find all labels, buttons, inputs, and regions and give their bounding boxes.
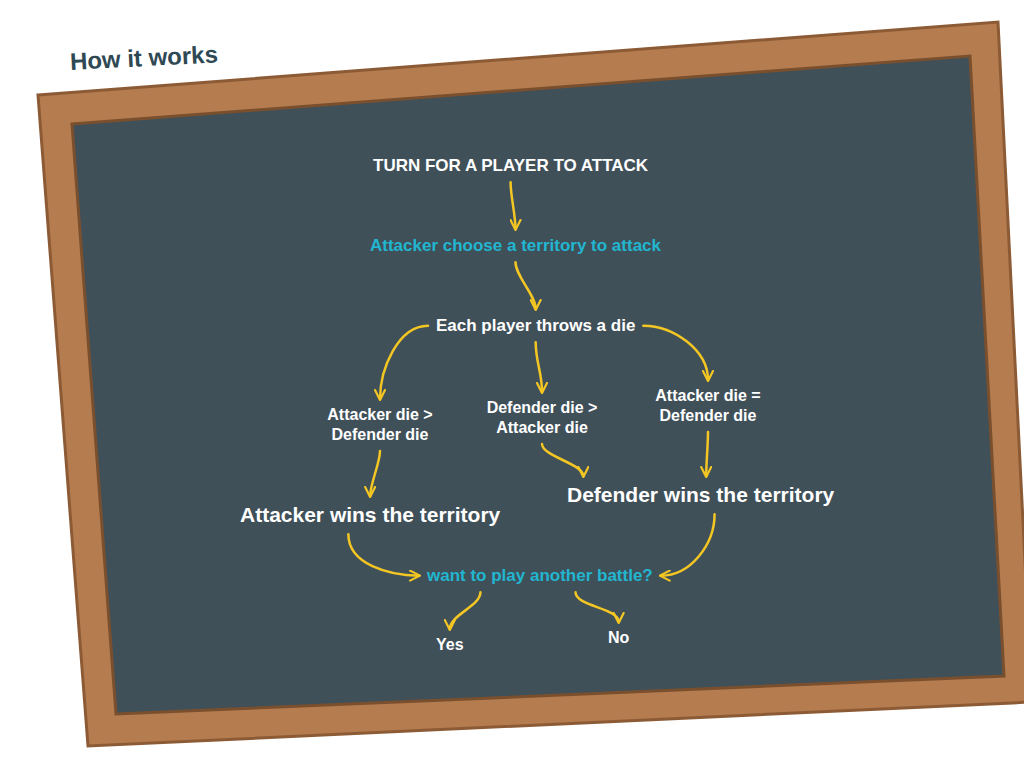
result-step: Defender wins the territory <box>561 478 840 512</box>
step-text: Defender wins the territory <box>567 482 834 508</box>
flow-arrow <box>370 451 380 496</box>
flow-arrow <box>450 592 481 629</box>
condition-step: Defender die > Attacker die <box>467 394 617 442</box>
step-text: No <box>608 628 629 648</box>
flow-arrow <box>348 534 419 575</box>
step-text: Yes <box>436 635 464 655</box>
answer-step: Yes <box>430 631 470 659</box>
result-step: Attacker wins the territory <box>234 498 506 532</box>
board-frame <box>38 22 1024 746</box>
question-step: want to play another battle? <box>421 561 659 590</box>
step-text: Attacker wins the territory <box>240 502 500 528</box>
step-text: Attacker die > Defender die <box>311 405 449 445</box>
flow-arrow <box>643 326 708 380</box>
flow-arrow <box>516 262 536 309</box>
step-text: TURN FOR A PLAYER TO ATTACK <box>373 155 648 176</box>
step-text: want to play another battle? <box>427 565 653 586</box>
step-text: Defender die > Attacker die <box>473 398 611 438</box>
flow-arrow <box>576 592 619 622</box>
start-step: TURN FOR A PLAYER TO ATTACK <box>367 151 654 180</box>
step-text: Each player throws a die <box>436 315 635 336</box>
flow-arrow <box>536 342 542 392</box>
process-step: Each player throws a die <box>430 311 641 340</box>
step-text: Attacker choose a territory to attack <box>370 235 661 256</box>
flow-arrow <box>511 182 516 229</box>
process-step: Attacker choose a territory to attack <box>364 231 667 260</box>
answer-step: No <box>602 624 635 652</box>
condition-step: Attacker die > Defender die <box>305 401 455 449</box>
page-title: How it works <box>69 40 218 76</box>
step-text: Attacker die = Defender die <box>639 386 777 426</box>
flow-arrow <box>380 326 428 399</box>
flow-arrow <box>661 514 715 575</box>
condition-step: Attacker die = Defender die <box>633 382 783 430</box>
flow-arrow <box>706 432 708 476</box>
flow-arrow <box>542 444 583 476</box>
board-surface <box>72 56 1004 714</box>
